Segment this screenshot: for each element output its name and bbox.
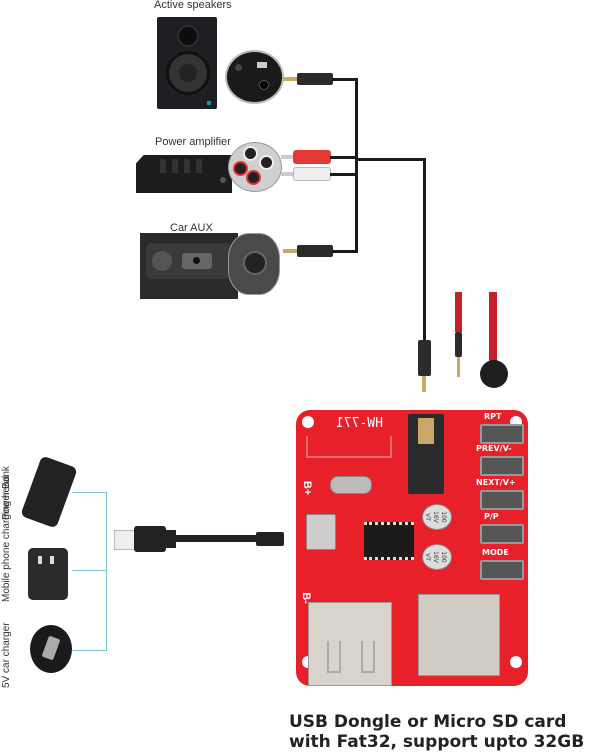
capacitor-1: 100 16V VT bbox=[422, 504, 452, 530]
button-mode[interactable] bbox=[480, 560, 524, 580]
cap2-value: 100 bbox=[440, 551, 447, 563]
active-speakers-label: Active speakers bbox=[154, 0, 232, 11]
button-rpt[interactable] bbox=[480, 424, 524, 444]
wire-rca-white bbox=[330, 173, 357, 176]
usb-cable bbox=[112, 524, 292, 554]
woofer-icon bbox=[166, 51, 210, 95]
power-line-car bbox=[72, 650, 106, 651]
led-icon bbox=[207, 101, 211, 105]
car-aux-image bbox=[140, 233, 238, 299]
phone-charger-label: Mobile phone charging head bbox=[1, 475, 12, 602]
board-model-label: HW-771 bbox=[336, 416, 383, 431]
cap1-value: 100 bbox=[440, 511, 447, 523]
power-bank-image bbox=[20, 455, 78, 529]
car-aux-label: Car AUX bbox=[170, 222, 213, 234]
cap2-voltage: 16V bbox=[432, 551, 439, 563]
red-jack-cable bbox=[455, 292, 462, 377]
micro-sd-slot[interactable] bbox=[418, 594, 500, 676]
wire-trunk bbox=[355, 78, 358, 253]
wire-car-aux bbox=[332, 250, 357, 253]
ic-chip bbox=[364, 522, 414, 560]
speaker-panel-closeup bbox=[225, 50, 284, 104]
wire-to-board bbox=[355, 158, 425, 161]
hw-771-board: HW-771 B+ B- 100 16V VT 100 16V VT RPT P… bbox=[296, 410, 528, 686]
power-line-trunk bbox=[106, 492, 107, 651]
pcb-antenna bbox=[306, 436, 392, 458]
amplifier-rca-closeup bbox=[228, 142, 282, 192]
button-label-prev: PREV/V- bbox=[476, 444, 512, 453]
amplifier-image bbox=[136, 155, 232, 193]
jack-plug-speakers bbox=[283, 73, 333, 85]
rca-plug-white bbox=[281, 167, 331, 181]
car-aux-closeup bbox=[228, 233, 280, 295]
silk-b-plus: B+ bbox=[301, 480, 314, 496]
speaker-image bbox=[157, 17, 217, 109]
phone-charger-label-1: Mobile phone charging head bbox=[1, 476, 12, 602]
capacitor-2: 100 16V VT bbox=[422, 544, 452, 570]
red-lead-sticker bbox=[480, 292, 510, 392]
car-charger-label: 5V car charger bbox=[1, 622, 12, 688]
wire-rca-red bbox=[330, 156, 357, 159]
crystal bbox=[330, 476, 372, 494]
phone-charger-image bbox=[28, 548, 68, 600]
car-charger-image bbox=[30, 625, 72, 673]
power-line-bank bbox=[72, 492, 106, 493]
button-label-rpt: RPT bbox=[484, 412, 502, 421]
cap1-voltage: 16V bbox=[432, 511, 439, 523]
jack-plug-main bbox=[418, 340, 431, 392]
button-label-pp: P/P bbox=[484, 512, 499, 521]
wire-main bbox=[423, 158, 426, 343]
cap2-brand: VT bbox=[424, 553, 431, 561]
rca-plug-red bbox=[281, 150, 331, 164]
power-amplifier-label: Power amplifier bbox=[155, 136, 231, 148]
wire-speakers bbox=[332, 78, 357, 81]
caption-line-1: USB Dongle or Micro SD card bbox=[289, 712, 567, 732]
usb-a-port[interactable] bbox=[308, 602, 392, 686]
button-next[interactable] bbox=[480, 490, 524, 510]
power-line-phone bbox=[72, 570, 106, 571]
audio-jack-socket[interactable] bbox=[408, 414, 444, 494]
button-prev[interactable] bbox=[480, 456, 524, 476]
caption: USB Dongle or Micro SD card with Fat32, … bbox=[289, 712, 584, 752]
jack-plug-car-aux bbox=[283, 245, 333, 257]
cap1-brand: VT bbox=[424, 513, 431, 521]
micro-usb-port[interactable] bbox=[306, 514, 336, 550]
button-play-pause[interactable] bbox=[480, 524, 524, 544]
caption-line-2: with Fat32, support upto 32GB bbox=[289, 732, 585, 752]
button-label-next: NEXT/V+ bbox=[476, 478, 516, 487]
tweeter-icon bbox=[177, 25, 199, 47]
button-label-mode: MODE bbox=[482, 548, 509, 557]
